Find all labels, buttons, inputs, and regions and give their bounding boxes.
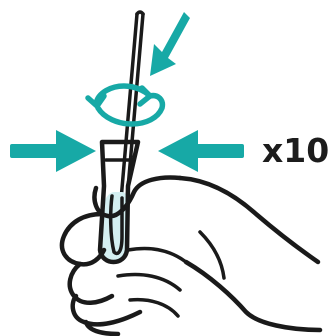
rotate-arrows-icon	[88, 86, 162, 124]
arrow-left-icon	[158, 130, 244, 172]
arrow-right-icon	[10, 130, 96, 172]
hand	[62, 178, 320, 334]
repeat-count-label: x10	[262, 131, 329, 171]
test-tube	[100, 142, 138, 262]
arrow-down-left-icon	[150, 12, 190, 76]
